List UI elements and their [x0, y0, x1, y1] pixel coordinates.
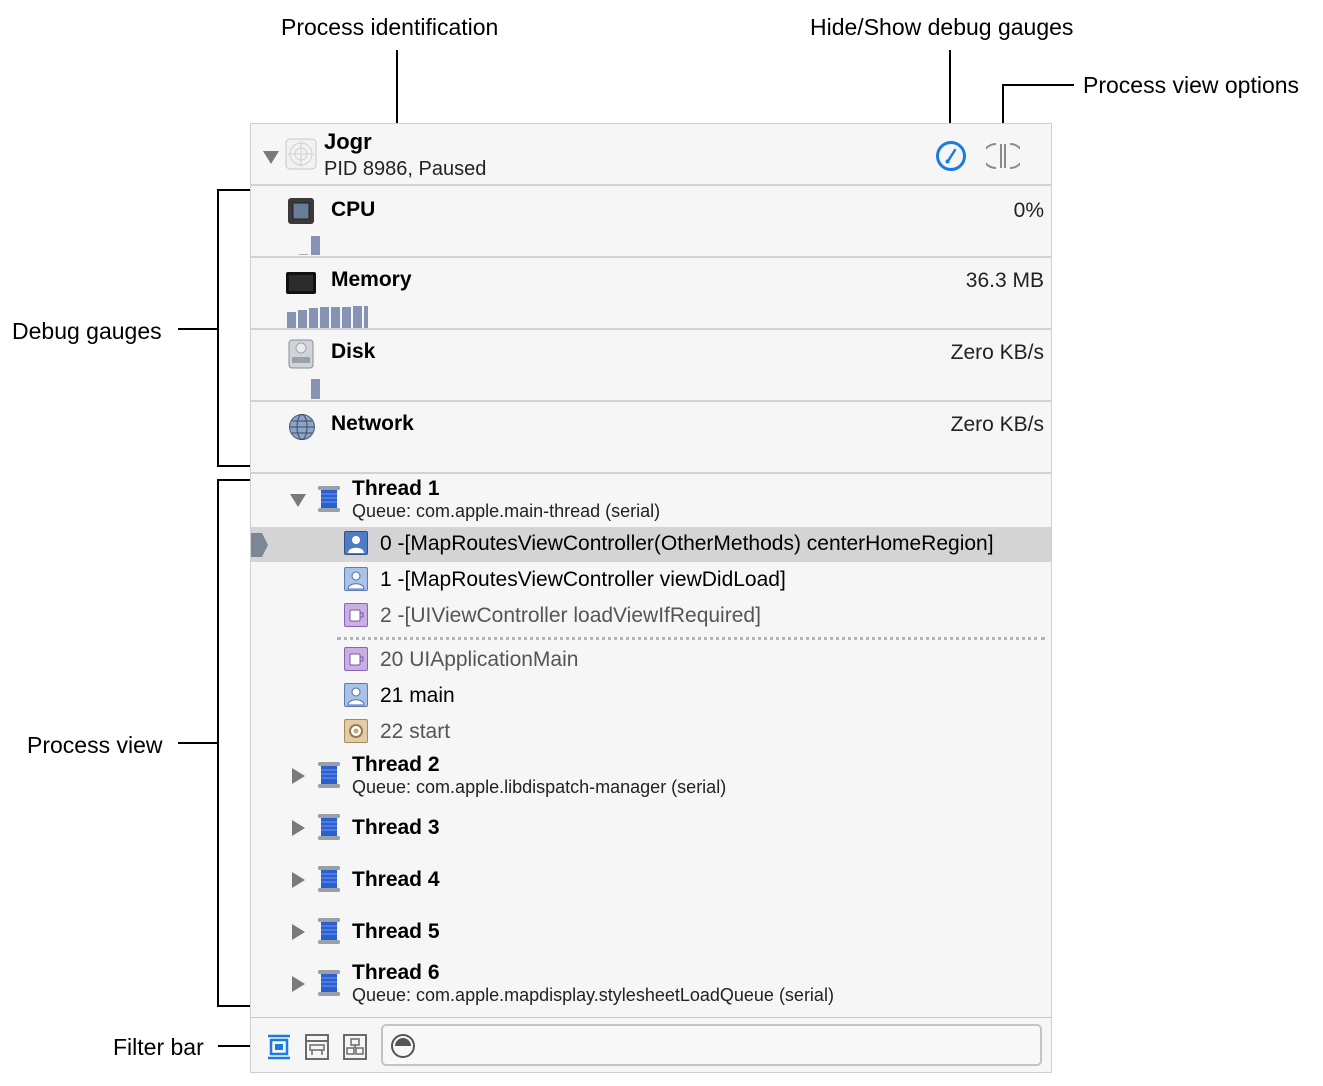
divider	[251, 1017, 1051, 1018]
callout-debug-gauges: Debug gauges	[12, 318, 162, 344]
user-code-icon	[344, 531, 368, 555]
gauge-value: 0%	[1013, 199, 1044, 222]
debug-navigator: Jogr PID 8986, Paused CPU 0% Memory 36.3…	[250, 123, 1052, 1073]
thread-name: Thread 4	[352, 868, 440, 891]
disclosure-triangle-collapsed[interactable]	[292, 924, 305, 940]
gauge-bar	[353, 306, 362, 328]
gauge-bar	[309, 308, 318, 328]
thread-queue: Queue: com.apple.libdispatch-manager (se…	[352, 777, 727, 797]
thread-queue: Queue: com.apple.main-thread (serial)	[352, 501, 661, 521]
disclosure-triangle-expanded[interactable]	[290, 494, 306, 507]
gauge-bar	[311, 379, 320, 399]
stack-frame-label[interactable]: 2 -[UIViewController loadViewIfRequired]	[380, 604, 761, 627]
filter-crashed-threads-icon[interactable]	[266, 1034, 292, 1060]
bracket-line	[217, 189, 219, 467]
gauge-bar	[342, 307, 351, 328]
disclosure-triangle-collapsed[interactable]	[292, 976, 305, 992]
user-code-icon	[344, 683, 368, 707]
gauge-value: Zero KB/s	[950, 341, 1044, 364]
thread-spool-icon	[318, 970, 340, 996]
gauge-bar	[320, 307, 329, 328]
gauge-bar	[311, 236, 320, 255]
leader-line	[178, 742, 218, 744]
thread-name: Thread 3	[352, 816, 440, 839]
filter-debug-symbols-icon[interactable]	[304, 1033, 330, 1061]
stack-frame-label[interactable]: 21 main	[380, 684, 455, 707]
disclosure-triangle-collapsed[interactable]	[292, 820, 305, 836]
system-gear-icon	[344, 719, 368, 743]
leader-line	[218, 1045, 258, 1047]
gauge-label: Memory	[331, 268, 412, 291]
gauge-label: CPU	[331, 198, 376, 221]
callout-process-identification: Process identification	[281, 14, 499, 40]
user-code-icon	[344, 567, 368, 591]
thread-spool-icon	[318, 918, 340, 944]
bracket-line	[217, 189, 259, 191]
stack-frame-row-selected[interactable]	[251, 527, 1051, 562]
thread-name: Thread 6	[352, 961, 440, 984]
thread-spool-icon	[318, 814, 340, 840]
divider	[251, 184, 1051, 186]
gauge-bar	[331, 307, 340, 328]
disclosure-triangle-collapsed[interactable]	[292, 768, 305, 784]
callout-filter-bar: Filter bar	[113, 1034, 204, 1060]
callout-process-view: Process view	[27, 732, 163, 758]
gauge-bar	[299, 254, 308, 255]
thread-name: Thread 2	[352, 753, 440, 776]
gauge-toggle-icon[interactable]	[935, 140, 967, 172]
gauge-value: 36.3 MB	[965, 269, 1044, 292]
divider	[251, 472, 1051, 474]
thread-spool-icon	[318, 762, 340, 788]
filter-icon	[391, 1034, 415, 1058]
program-counter-icon	[251, 533, 268, 557]
thread-spool-icon	[318, 866, 340, 892]
cpu-icon	[288, 198, 314, 224]
filter-search-field[interactable]	[381, 1024, 1042, 1066]
stack-frame-label[interactable]: 20 UIApplicationMain	[380, 648, 579, 671]
process-status: PID 8986, Paused	[324, 158, 487, 180]
process-view-options-icon[interactable]	[986, 140, 1020, 172]
framework-cup-icon	[344, 603, 368, 627]
bracket-line	[217, 1005, 259, 1007]
leader-line	[396, 50, 398, 128]
thread-spool-icon	[318, 486, 340, 512]
disclosure-triangle-collapsed[interactable]	[292, 872, 305, 888]
thread-name: Thread 5	[352, 920, 440, 943]
gauge-label: Disk	[331, 340, 376, 363]
gauge-bar	[364, 306, 368, 328]
filter-recent-frames-icon[interactable]	[342, 1033, 368, 1061]
thread-name: Thread 1	[352, 477, 440, 500]
bracket-line	[217, 465, 259, 467]
bracket-line	[217, 479, 219, 1007]
disclosure-triangle-expanded[interactable]	[263, 151, 279, 164]
leader-line	[178, 328, 218, 330]
stack-frame-label[interactable]: 1 -[MapRoutesViewController viewDidLoad]	[380, 568, 786, 591]
app-icon	[285, 138, 317, 170]
gauge-label: Network	[331, 412, 414, 435]
elided-frames-separator	[337, 637, 1045, 640]
divider	[251, 328, 1051, 330]
thread-queue: Queue: com.apple.mapdisplay.stylesheetLo…	[352, 985, 834, 1005]
stack-frame-label[interactable]: 22 start	[380, 720, 451, 743]
network-globe-icon	[289, 414, 315, 440]
gauge-value: Zero KB/s	[950, 413, 1044, 436]
leader-line	[1002, 84, 1074, 86]
leader-line	[949, 50, 951, 140]
stack-frame-label: 0 -[MapRoutesViewController(OtherMethods…	[380, 532, 994, 555]
disk-icon	[288, 339, 314, 369]
memory-icon	[286, 272, 316, 294]
divider	[251, 256, 1051, 258]
leader-line	[1002, 84, 1004, 140]
framework-cup-icon	[344, 647, 368, 671]
process-name: Jogr	[324, 129, 372, 154]
callout-hide-show-gauges: Hide/Show debug gauges	[810, 14, 1074, 40]
gauge-bar	[287, 312, 296, 328]
bracket-line	[217, 479, 259, 481]
divider	[251, 400, 1051, 402]
callout-process-view-options: Process view options	[1083, 72, 1300, 98]
gauge-bar	[298, 310, 307, 328]
